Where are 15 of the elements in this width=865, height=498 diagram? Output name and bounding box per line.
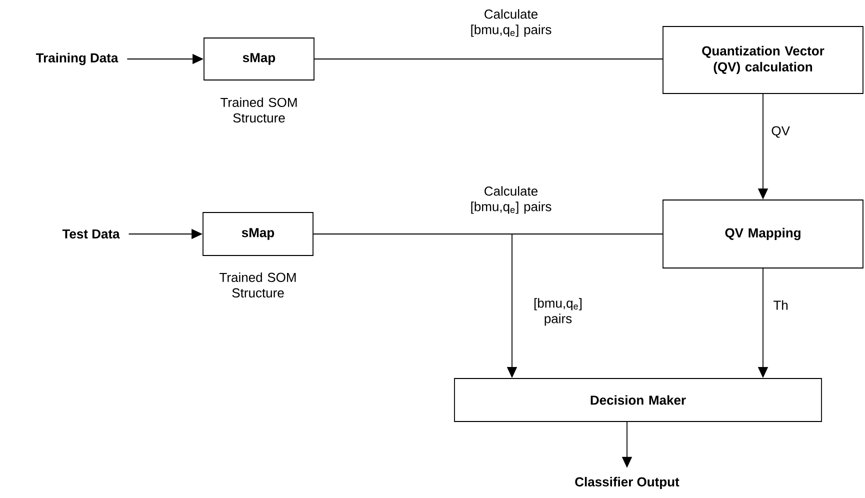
caption-text: Trained SOM Structure bbox=[220, 97, 297, 123]
bold-label: Test Data bbox=[62, 229, 120, 239]
process-box: sMap bbox=[202, 212, 314, 256]
process-box: QV Mapping bbox=[662, 200, 864, 268]
edge-label: Calculate [bmu,q$_{e}$] pairs bbox=[471, 186, 552, 214]
process-box: sMap bbox=[204, 38, 314, 80]
edge-label: Calculate [bmu,q$_{e}$] pairs bbox=[471, 9, 552, 37]
process-box: Decision Maker bbox=[454, 378, 822, 422]
caption-text: Trained SOM Structure bbox=[220, 272, 296, 298]
bold-label: Classifier Output bbox=[575, 476, 680, 490]
bold-label: Training Data bbox=[36, 52, 118, 66]
edge-label: Th bbox=[774, 300, 788, 310]
process-box: Quantization Vector (QV) calculation bbox=[662, 26, 864, 94]
edge-label: [bmu,q$_{e}$] pairs bbox=[534, 298, 582, 326]
edge-label: QV bbox=[772, 126, 790, 138]
